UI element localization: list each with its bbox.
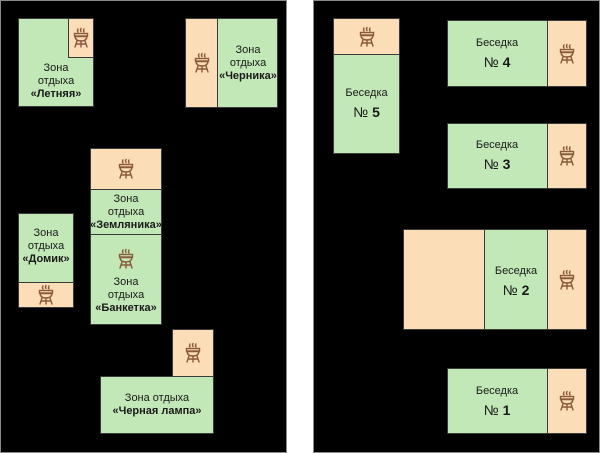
zone-chernaya-lampa-line1: Зона отдыха [124,392,190,404]
gazebo-5[interactable] [333,54,400,154]
zone-domik[interactable] [18,213,74,283]
gazebo-4-label: Беседка № 4 [447,23,547,83]
gazebo-2-title: Беседка [494,265,538,277]
zone-domik-line2: отдыха [27,239,65,252]
grill-icon [194,52,209,73]
zone-letnyaya-line2: отдыха [37,74,75,87]
grill-icon [559,390,575,411]
zone-banketka-label: Зона отдыха «Банкетка» [90,273,162,317]
zone-domik-name: «Домик» [22,252,70,265]
zone-domik-label: Зона отдыха «Домик» [18,221,74,271]
gazebo-5-label: Беседка № 5 [333,73,400,133]
gazebo-2-terrace [403,229,485,330]
gazebo-5-number: 5 [372,104,380,120]
zone-zemlyanika-name: «Земляника» [90,218,162,231]
grill-icon [559,269,575,290]
zone-banketka-name: «Банкетка» [95,301,157,314]
gazebo-2-label: Беседка № 2 [484,251,548,311]
gazebo-4-number: 4 [502,54,511,70]
grill-icon [73,27,89,48]
right-area: Беседка № 5 Беседка № 4 Беседка № 3 Бесе… [313,0,600,453]
gazebo-2-prefix: № [502,282,518,298]
zone-chernika-line2: отдыха [229,56,267,69]
zone-chernaya-lampa-name: «Черная лампа» [112,405,202,417]
zone-chernika-line1: Зона [235,43,261,56]
zone-zemlyanika-label: Зона отдыха «Земляника» [90,190,162,234]
gazebo-4-grill-area [547,20,587,87]
gazebo-1-prefix: № [483,402,499,418]
gazebo-3-title: Беседка [475,139,519,151]
gazebo-5-title: Беседка [345,87,388,99]
gazebo-1-label: Беседка № 1 [447,371,547,431]
zone-zemlyanika[interactable] [90,189,162,235]
grill-icon [359,26,374,47]
gazebo-1-title: Беседка [475,385,519,397]
grill-icon [559,145,575,166]
zone-zemlyanika-line1: Зона [113,192,139,205]
zone-chernika-name: «Черника» [219,69,277,82]
gazebo-5-prefix: № [353,104,369,120]
grill-icon [118,248,134,269]
gazebo-3-label: Беседка № 3 [447,125,547,185]
grill-icon [118,158,134,179]
zone-banketka-line1: Зона [113,275,139,288]
zone-letnyaya-line1: Зона [43,61,69,74]
zone-chernaya-lampa-label: Зона отдыха «Черная лампа» [100,382,214,428]
zone-chernika-label: Зона отдыха «Черника» [218,41,278,85]
gazebo-4-title: Беседка [475,37,519,49]
gazebo-3-prefix: № [483,156,499,172]
gazebo-4-prefix: № [483,54,499,70]
zone-domik-line1: Зона [33,226,59,239]
grill-icon [185,342,201,363]
gazebo-3-number: 3 [502,156,511,172]
grill-icon [38,284,54,305]
gazebo-2-number: 2 [521,282,530,298]
zone-letnyaya-name: «Летняя» [30,87,82,100]
zone-letnyaya-label: Зона отдыха «Летняя» [18,59,94,103]
zone-banketka-line2: отдыха [107,288,145,301]
left-area: Зона отдыха «Летняя» Зона отдыха «Черник… [0,0,287,453]
gazebo-1-number: 1 [502,402,511,418]
zone-chernaya-lampa[interactable] [100,376,214,434]
zone-zemlyanika-line2: отдыха [107,205,145,218]
grill-icon [559,43,575,64]
